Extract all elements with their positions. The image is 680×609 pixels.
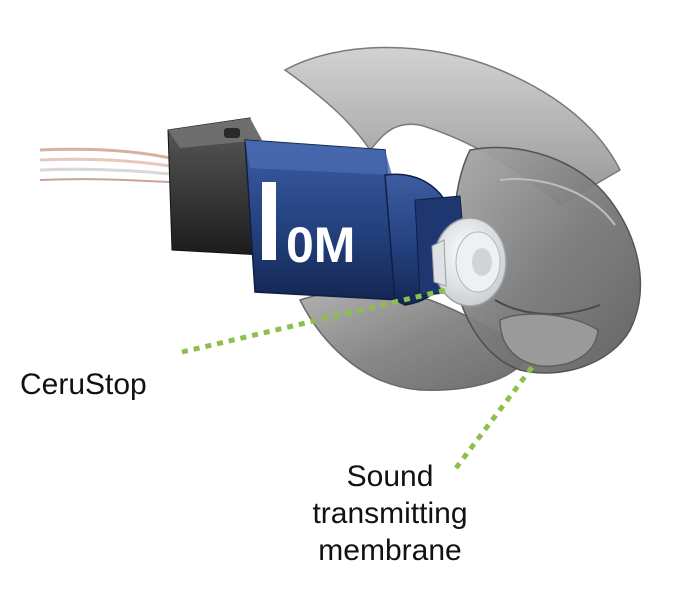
receiver-stripe	[262, 182, 276, 260]
model-marking: 0M	[286, 217, 355, 273]
membrane-label-line-1: Sound	[346, 460, 434, 493]
housing-vent	[224, 128, 240, 138]
cerustop-label: CeruStop	[20, 366, 147, 403]
cerustop-leader-line	[181, 287, 447, 355]
rear-housing	[167, 117, 263, 256]
membrane-label-line-2: transmitting	[312, 497, 468, 530]
membrane-leader-line	[454, 360, 538, 470]
cerustop-label-text: CeruStop	[20, 368, 147, 401]
receiver-body	[244, 139, 469, 306]
cable	[39, 147, 171, 183]
shell-highlight	[499, 178, 616, 226]
cerustop-filter	[431, 217, 507, 307]
sound-membrane	[499, 313, 599, 367]
membrane-label: Sound transmitting membrane	[290, 458, 490, 569]
membrane-label-line-3: membrane	[318, 534, 462, 567]
